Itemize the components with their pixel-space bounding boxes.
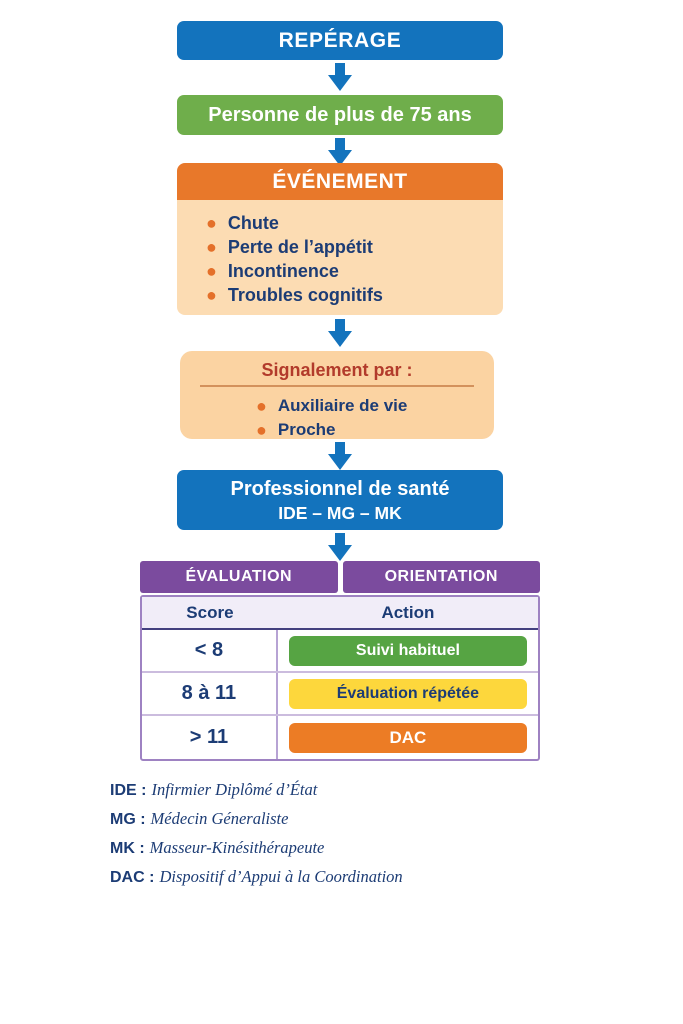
table-subheader-row: Score Action: [142, 597, 538, 630]
action-cell: DAC: [278, 716, 538, 759]
score-value: > 11: [142, 716, 278, 759]
list-item-label: Chute: [227, 213, 279, 233]
reperage-title: REPÉRAGE: [278, 28, 402, 52]
personne-label: Personne de plus de 75 ans: [208, 103, 472, 126]
professionnel-line1: Professionnel de santé: [230, 477, 450, 500]
legend-item: MK :Masseur-Kinésithérapeute: [110, 834, 403, 863]
bullet-icon: ●: [206, 285, 217, 305]
subheader-action: Action: [381, 602, 435, 622]
professionnel-line2: IDE – MG – MK: [278, 502, 402, 523]
bullet-icon: ●: [206, 213, 217, 233]
reperage-box: REPÉRAGE: [177, 21, 503, 60]
list-item-label: Troubles cognitifs: [227, 285, 383, 305]
down-arrow-icon: [323, 442, 357, 471]
list-item-label: Auxiliaire de vie: [277, 396, 408, 415]
signalement-title: Signalement par :: [261, 360, 413, 380]
down-arrow-icon: [323, 319, 357, 348]
action-cell: Suivi habituel: [278, 630, 538, 671]
table-row: 8 à 11 Évaluation répétée: [142, 673, 538, 716]
subheader-score: Score: [186, 602, 234, 622]
legend-definition: Médecin Géneraliste: [150, 809, 289, 828]
action-pill: Évaluation répétée: [288, 678, 527, 709]
list-item: ● Incontinence: [206, 259, 493, 283]
score-value: < 8: [142, 630, 278, 671]
action-pill: Suivi habituel: [288, 635, 527, 666]
evenement-title: ÉVÉNEMENT: [177, 163, 503, 200]
down-arrow-icon: [323, 138, 357, 167]
list-item: ● Chute: [206, 211, 493, 235]
legend-abbr: IDE :: [110, 782, 147, 799]
bullet-icon: ●: [206, 237, 217, 257]
divider: [200, 385, 474, 387]
personne-box: Personne de plus de 75 ans: [177, 95, 503, 135]
list-item-label: Incontinence: [227, 261, 339, 281]
bullet-icon: ●: [256, 420, 267, 440]
legend-abbr: DAC :: [110, 869, 155, 886]
table-header-row: ÉVALUATION ORIENTATION: [140, 561, 540, 593]
legend-item: DAC :Dispositif d’Appui à la Coordinatio…: [110, 863, 403, 892]
legend-item: MG :Médecin Géneraliste: [110, 805, 403, 834]
bullet-icon: ●: [206, 261, 217, 281]
legend-definition: Infirmier Diplômé d’État: [151, 780, 318, 799]
signalement-list: ● Auxiliaire de vie ● Proche: [180, 394, 494, 442]
action-pill: DAC: [288, 722, 527, 753]
list-item-label: Perte de l’appétit: [227, 237, 373, 257]
down-arrow-icon: [323, 533, 357, 562]
score-value: 8 à 11: [142, 673, 278, 714]
down-arrow-icon: [323, 63, 357, 92]
legend-item: IDE :Infirmier Diplômé d’État: [110, 776, 403, 805]
list-item-label: Proche: [277, 420, 336, 439]
evenement-list: ● Chute ● Perte de l’appétit ● Incontine…: [177, 200, 503, 315]
list-item: ● Troubles cognitifs: [206, 283, 493, 307]
professionnel-box: Professionnel de santé IDE – MG – MK: [177, 470, 503, 530]
evaluation-table: ÉVALUATION ORIENTATION Score Action < 8 …: [140, 561, 540, 761]
table-body: Score Action < 8 Suivi habituel 8 à 11 É…: [140, 595, 540, 761]
column-header-orientation: ORIENTATION: [342, 561, 540, 593]
bullet-icon: ●: [256, 396, 267, 416]
list-item: ● Proche: [256, 418, 494, 442]
legend-abbr: MG :: [110, 811, 146, 828]
legend: IDE :Infirmier Diplômé d’État MG :Médeci…: [110, 776, 403, 892]
action-cell: Évaluation répétée: [278, 673, 538, 714]
legend-abbr: MK :: [110, 840, 145, 857]
evenement-box: ÉVÉNEMENT ● Chute ● Perte de l’appétit ●…: [177, 163, 503, 315]
legend-definition: Masseur-Kinésithérapeute: [149, 838, 325, 857]
list-item: ● Auxiliaire de vie: [256, 394, 494, 418]
signalement-box: Signalement par : ● Auxiliaire de vie ● …: [180, 351, 494, 442]
table-row: < 8 Suivi habituel: [142, 630, 538, 673]
list-item: ● Perte de l’appétit: [206, 235, 493, 259]
column-header-evaluation: ÉVALUATION: [140, 561, 338, 593]
legend-definition: Dispositif d’Appui à la Coordination: [159, 867, 403, 886]
table-row: > 11 DAC: [142, 716, 538, 759]
